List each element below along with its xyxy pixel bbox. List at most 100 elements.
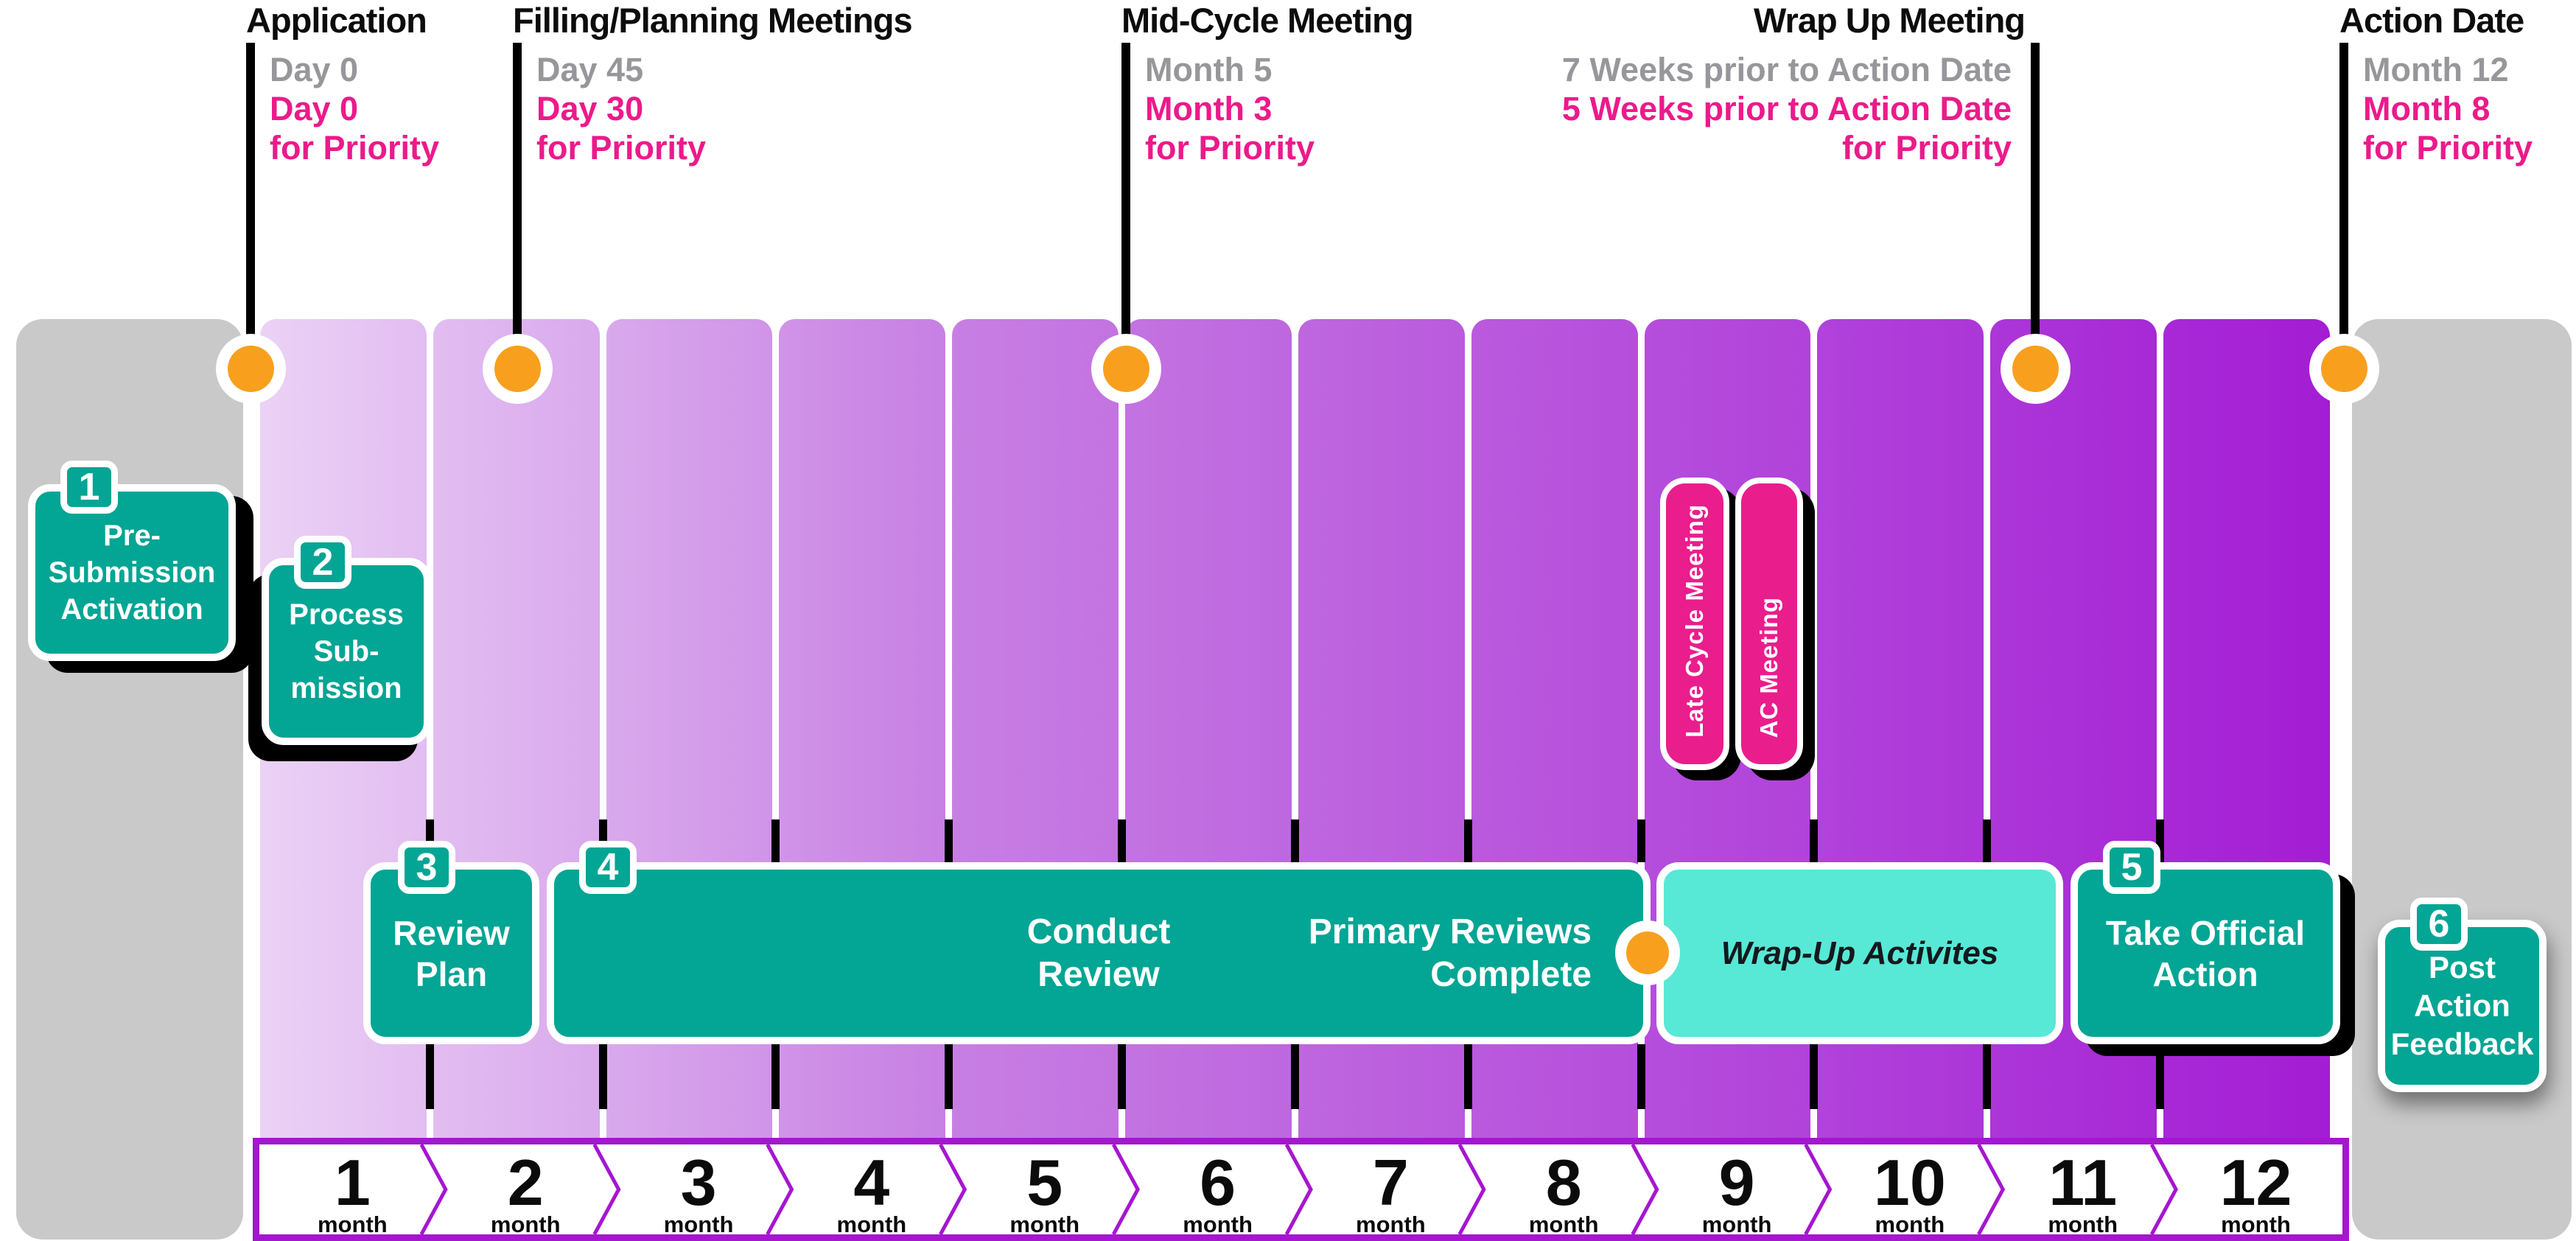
milestone-line (2339, 43, 2348, 336)
milestone-sub-text: Day 0 (270, 90, 359, 127)
month-boundary-tick (1810, 819, 1819, 862)
milestone-sub-text: for Priority (270, 129, 440, 167)
step-line: Review (1037, 954, 1160, 994)
milestone-sub-line: Month 12 (2363, 50, 2533, 89)
month-boundary-tick (1463, 819, 1472, 862)
step-line: Conduct (1026, 912, 1171, 951)
milestone-title: Mid-Cycle Meeting (1121, 1, 1414, 40)
milestone-dot-core (2321, 346, 2367, 392)
month-boundary-tick (771, 1044, 780, 1109)
step-line: Action (2414, 988, 2510, 1023)
milestone-sub-line: for Priority (1145, 128, 1413, 167)
milestone-sub-line: 5 Weeks prior to Action Date (1562, 89, 2012, 128)
milestone-dot (216, 334, 286, 404)
step-line: Process (289, 598, 404, 631)
month-boundary-tick (945, 1044, 953, 1109)
month-number: 3 (680, 1146, 717, 1219)
meeting-pill-label: Late Cycle Meeting (1681, 504, 1708, 738)
milestone-sub-text: 7 Weeks prior to Action Date (1561, 51, 2012, 88)
milestone-sub-line: Day 45 (536, 50, 912, 89)
step-line: mission (290, 672, 402, 705)
milestone-sub-text: Month 5 (1145, 51, 1273, 88)
meeting-pill-label: AC Meeting (1755, 596, 1782, 738)
milestone-sub-text: Month 12 (2363, 51, 2509, 88)
milestone-title-text: Wrap Up Meeting (1754, 1, 2026, 40)
milestone-title: Application (246, 1, 439, 40)
milestone-sub-text: Month 8 (2363, 90, 2491, 127)
step-number-badge: 3 (398, 841, 455, 894)
reviews-complete-dot-core (1626, 931, 1669, 974)
milestone-sub-line: Day 0 (270, 50, 439, 89)
gray-column-left (16, 319, 243, 1240)
month-boundary-tick (1810, 1044, 1819, 1109)
month-number: 10 (1873, 1146, 1946, 1219)
month-boundary-tick (1290, 1044, 1299, 1109)
milestone-sub-line: Month 8 (2363, 89, 2533, 128)
milestone-line (2031, 43, 2040, 336)
reviews-complete-dot (1615, 920, 1680, 985)
milestone-dot (2001, 334, 2071, 404)
milestone-line (513, 43, 522, 336)
month-boundary-tick (1637, 1044, 1645, 1109)
month-boundary-tick (425, 1044, 434, 1109)
month-boundary-tick (771, 819, 780, 862)
step-number-badge: 6 (2410, 898, 2468, 951)
step-line: Activation (60, 593, 203, 626)
month-number: 5 (1026, 1146, 1063, 1219)
month-boundary-tick (1118, 1044, 1127, 1109)
gray-column-right (2352, 319, 2572, 1240)
milestone-sub-text: for Priority (1145, 129, 1315, 167)
step-line: Pre- (103, 520, 161, 552)
milestone-title: Action Date (2339, 1, 2533, 40)
milestone-title-text: Filling/Planning Meetings (513, 1, 913, 40)
milestone-dot-core (2012, 346, 2059, 392)
month-word: month (318, 1212, 388, 1237)
milestone-sub-text: Day 45 (536, 51, 644, 88)
step-line: Post (2428, 950, 2496, 985)
month-boundary-tick (1637, 819, 1645, 862)
milestone-label: Wrap Up Meeting 7 Weeks prior to Action D… (1561, 1, 2026, 167)
month-word: month (836, 1212, 907, 1237)
month-boundary-tick (1290, 819, 1299, 862)
milestone-sub-line: for Priority (1562, 128, 2012, 167)
step-number: 2 (312, 541, 334, 584)
milestone-sub-text: for Priority (1841, 129, 2012, 167)
step-number-badge: 2 (294, 536, 351, 589)
month-word: month (1183, 1212, 1253, 1237)
milestone-sub-line: Month 5 (1145, 50, 1413, 89)
step-line: Submission (48, 556, 216, 589)
milestone-sub-line: for Priority (536, 128, 912, 167)
month-word: month (490, 1212, 561, 1237)
step-number-badge: 4 (579, 841, 637, 894)
step-number: 6 (2428, 903, 2450, 945)
milestone-sub-text: Month 3 (1145, 90, 1273, 127)
milestone-sub-text: Day 0 (270, 51, 359, 88)
milestone-sub-line: Day 30 (536, 89, 912, 128)
month-boundary-tick (1983, 819, 1992, 862)
month-strip-chevrons (419, 1144, 2178, 1234)
meeting-pill-2: AC Meeting (1735, 478, 1803, 770)
step-line: Action (2152, 954, 2258, 993)
step-line: Sub- (313, 635, 379, 668)
milestone-sub-line: for Priority (270, 128, 439, 167)
